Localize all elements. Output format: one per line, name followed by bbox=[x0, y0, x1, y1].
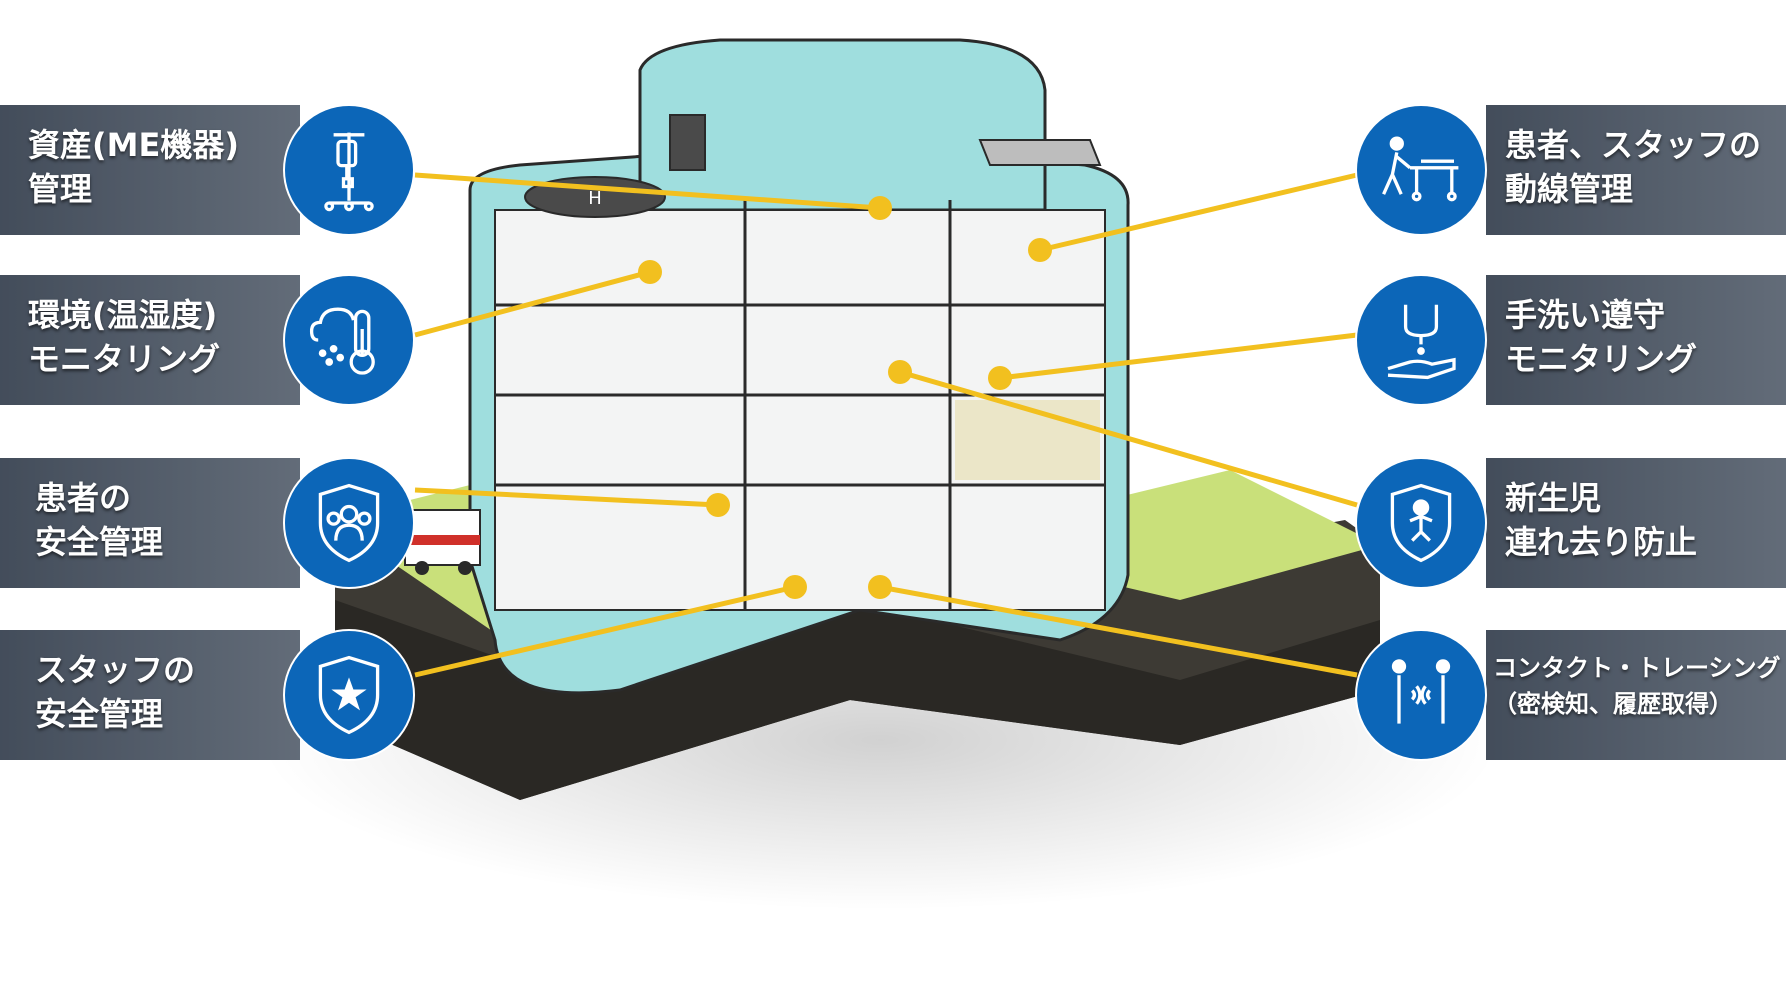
feature-label-line1: 新生児 bbox=[1505, 479, 1602, 517]
connector-line bbox=[414, 172, 881, 211]
connector-dot bbox=[1028, 238, 1052, 262]
connector-dot bbox=[783, 575, 807, 599]
connectors bbox=[414, 172, 1358, 678]
cloud-thermometer-icon bbox=[283, 274, 415, 406]
feature-label-line1: 患者、スタッフの bbox=[1505, 126, 1762, 164]
feature-asset-management[interactable]: 資産(ME機器) 管理 bbox=[0, 104, 420, 236]
connector-line bbox=[414, 584, 796, 678]
connector-line bbox=[879, 584, 1358, 678]
feature-label-line2: 安全管理 bbox=[35, 695, 164, 733]
connector-dot bbox=[988, 366, 1012, 390]
feature-label-line2: （密検知、履歴取得） bbox=[1493, 690, 1733, 718]
feature-label-line1: 資産(ME機器) bbox=[28, 126, 239, 164]
feature-infant-abduction-prevention[interactable]: 新生児 連れ去り防止 bbox=[1355, 457, 1786, 589]
connector-line bbox=[999, 332, 1358, 381]
feature-patient-safety[interactable]: 患者の 安全管理 bbox=[0, 457, 420, 589]
baby-shield-icon bbox=[1355, 457, 1487, 589]
connector-dot bbox=[706, 493, 730, 517]
feature-label-line2: 管理 bbox=[28, 170, 93, 208]
helipad-mark: H bbox=[588, 188, 602, 209]
connector-dot bbox=[868, 196, 892, 220]
connector-line bbox=[1039, 172, 1358, 253]
feature-label-line1: 患者の bbox=[35, 479, 132, 517]
feature-handwash-monitoring[interactable]: 手洗い遵守 モニタリング bbox=[1355, 274, 1786, 406]
feature-label-line2: モニタリング bbox=[28, 340, 221, 378]
connector-dot bbox=[638, 260, 662, 284]
feature-environment-monitoring[interactable]: 環境(温湿度) モニタリング bbox=[0, 274, 420, 406]
contact-tracing-icon bbox=[1355, 629, 1487, 761]
star-shield-icon bbox=[283, 629, 415, 761]
connector-dot bbox=[868, 575, 892, 599]
feature-label-line1: 手洗い遵守 bbox=[1505, 296, 1666, 334]
feature-label-line2: 動線管理 bbox=[1505, 170, 1634, 208]
feature-label-line1: スタッフの bbox=[35, 651, 196, 689]
feature-label-line1: 環境(温湿度) bbox=[28, 296, 218, 334]
person-pushing-gurney-icon bbox=[1355, 104, 1487, 236]
feature-label-line2: 安全管理 bbox=[35, 523, 164, 561]
hand-sanitizer-icon bbox=[1355, 274, 1487, 406]
feature-flow-management[interactable]: 患者、スタッフの 動線管理 bbox=[1355, 104, 1786, 236]
connector-dot bbox=[888, 360, 912, 384]
feature-label-line1: コンタクト・トレーシング bbox=[1493, 654, 1781, 682]
iv-stand-icon bbox=[283, 104, 415, 236]
connector-line bbox=[414, 269, 651, 338]
feature-label-line2: 連れ去り防止 bbox=[1505, 523, 1698, 561]
feature-label-line2: モニタリング bbox=[1505, 340, 1698, 378]
patients-shield-icon bbox=[283, 457, 415, 589]
connector-line bbox=[414, 487, 719, 508]
feature-staff-safety[interactable]: スタッフの 安全管理 bbox=[0, 629, 420, 761]
building-body: H bbox=[468, 38, 1130, 695]
feature-contact-tracing[interactable]: コンタクト・トレーシング （密検知、履歴取得） bbox=[1355, 629, 1786, 761]
connector-line bbox=[899, 369, 1358, 508]
